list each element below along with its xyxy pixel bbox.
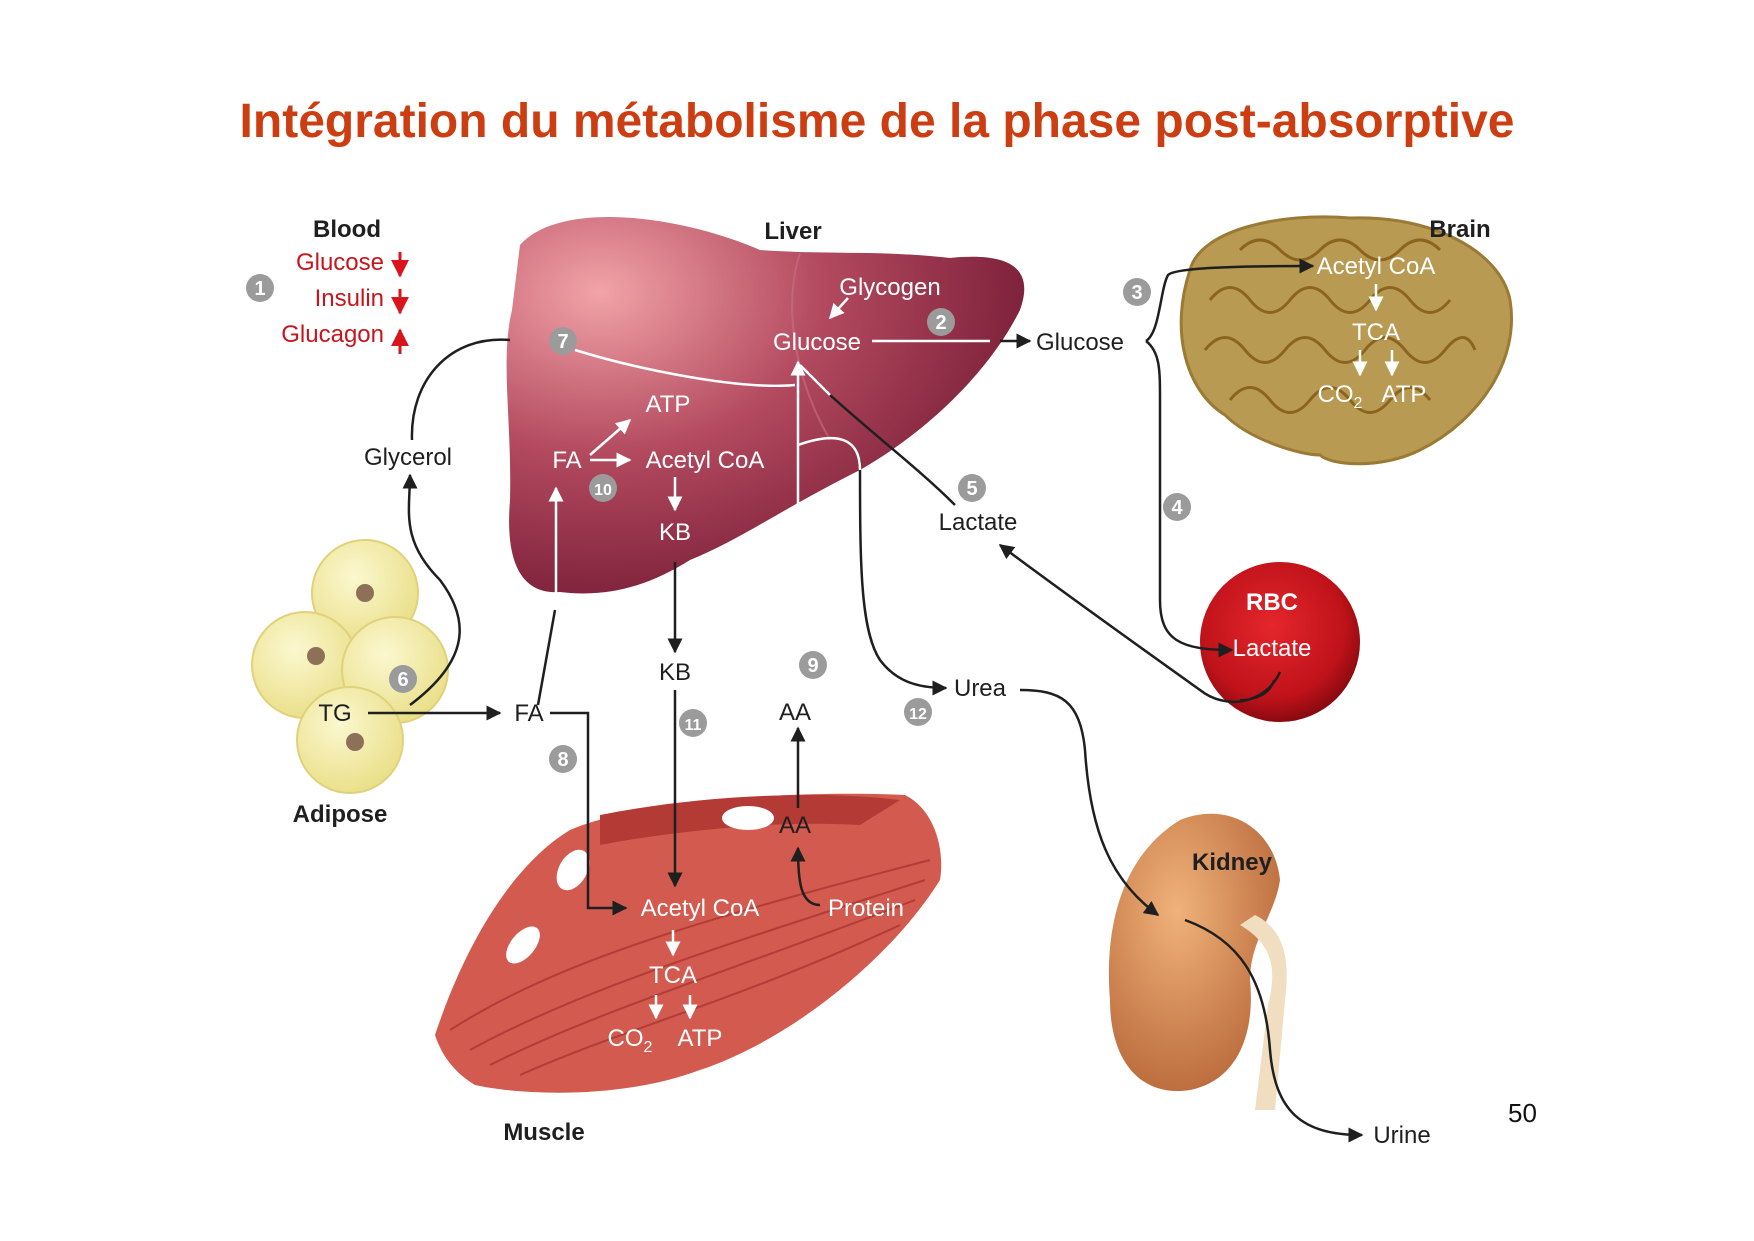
liver-label: Liver: [764, 218, 821, 245]
white-arrow-lactate-glucose: [799, 364, 831, 396]
arrow-glycerol-liver: [410, 338, 511, 441]
svg-text:11: 11: [685, 717, 702, 734]
step-badge-7: 7: [549, 327, 577, 355]
adipose-cells: [251, 539, 449, 794]
step-badge-3: 3: [1123, 278, 1151, 306]
rbc-cell: [1200, 562, 1360, 722]
brain-atp-label: ATP: [1382, 381, 1427, 408]
liver-atp-label: ATP: [646, 391, 691, 418]
arrow-glucose-rbc: [1145, 340, 1234, 658]
step-badge-2: 2: [927, 308, 955, 336]
svg-text:4: 4: [1171, 497, 1183, 519]
blood-label: Blood: [313, 216, 381, 243]
kb-blood-label: KB: [659, 659, 691, 686]
aa-blood-label: AA: [779, 699, 811, 726]
svg-text:7: 7: [557, 331, 568, 353]
kidney-shape: [1108, 813, 1287, 1110]
step-badge-11: 11: [679, 709, 707, 737]
liver-shape: [506, 217, 1025, 594]
brain-acetyl-coa-label: Acetyl CoA: [1317, 253, 1436, 280]
brain-label: Brain: [1429, 216, 1490, 243]
step-badge-8: 8: [549, 745, 577, 773]
rbc-lactate-label: Lactate: [1233, 635, 1312, 662]
arrow-tg-glycerol: [402, 473, 461, 706]
white-arrow-rbc-lactate: [1239, 679, 1275, 701]
svg-text:5: 5: [966, 478, 977, 500]
fa-blood-label: FA: [514, 700, 543, 727]
urea-label: Urea: [954, 675, 1007, 702]
liver-lobe-line: [791, 252, 831, 441]
arrow-protein-aa: [790, 846, 821, 907]
arrow-fa-muscle: [550, 711, 628, 916]
rbc-label: RBC: [1246, 589, 1298, 616]
arrow-fa-liver-black: [536, 609, 557, 706]
brain-tca-label: TCA: [1352, 319, 1400, 346]
svg-text:12: 12: [909, 706, 927, 723]
glucose-blood-label: Glucose: [1036, 329, 1124, 356]
arrow-kidney-urine: [1184, 918, 1364, 1143]
white-line-aa-urea: [797, 436, 862, 471]
muscle-acetyl-coa-label: Acetyl CoA: [641, 895, 760, 922]
urine-label: Urine: [1373, 1122, 1430, 1149]
muscle-aa-label: AA: [779, 812, 811, 839]
svg-text:10: 10: [594, 482, 612, 499]
white-line-glycerol-glucose: [574, 348, 796, 388]
step-badge-5: 5: [958, 474, 986, 502]
arrow-urea-kidney: [1019, 688, 1160, 917]
muscle-co2-label: CO2: [608, 1025, 653, 1056]
adipose-label: Adipose: [293, 801, 388, 828]
step-badge-1: 1: [246, 274, 274, 302]
tg-label: TG: [318, 700, 351, 727]
muscle-atp-label: ATP: [678, 1025, 723, 1052]
liver-glucose-label: Glucose: [773, 329, 861, 356]
blood-glucose-label: Glucose: [296, 249, 384, 276]
liver-fa-label: FA: [552, 447, 581, 474]
svg-text:2: 2: [935, 312, 946, 334]
arrow-liver-urea: [858, 459, 948, 696]
step-badge-4: 4: [1163, 493, 1191, 521]
step-badge-6: 6: [389, 665, 417, 693]
brain-co2-label: CO2: [1318, 381, 1363, 412]
svg-text:9: 9: [807, 655, 818, 677]
liver-kb-label: KB: [659, 519, 691, 546]
slide-title: Intégration du métabolisme de la phase p…: [239, 95, 1515, 148]
step-badge-9: 9: [799, 651, 827, 679]
glycerol-label: Glycerol: [364, 444, 452, 471]
white-arrow-fa-atp: [589, 419, 632, 456]
blood-glucagon-label: Glucagon: [281, 321, 384, 348]
step-badge-12: 12: [904, 698, 932, 726]
arrow-glucose-brain: [1145, 258, 1315, 343]
svg-text:6: 6: [397, 669, 408, 691]
muscle-tca-label: TCA: [649, 962, 697, 989]
muscle-protein-label: Protein: [828, 895, 904, 922]
svg-text:3: 3: [1131, 282, 1142, 304]
brain-shape: [1179, 215, 1513, 466]
arrow-lactate-liver: [829, 394, 956, 506]
muscle-label: Muscle: [503, 1119, 584, 1146]
svg-text:8: 8: [557, 749, 568, 771]
white-arrow-glycogen-glucose: [828, 297, 849, 320]
lactate-blood-label: Lactate: [939, 509, 1018, 536]
svg-text:1: 1: [254, 278, 265, 300]
blood-insulin-label: Insulin: [315, 285, 384, 312]
page-number: 50: [1508, 1098, 1537, 1128]
liver-glycogen-label: Glycogen: [839, 274, 940, 301]
kidney-label: Kidney: [1192, 849, 1273, 876]
liver-acetyl-coa-label: Acetyl CoA: [646, 447, 765, 474]
step-badge-10: 10: [589, 474, 617, 502]
